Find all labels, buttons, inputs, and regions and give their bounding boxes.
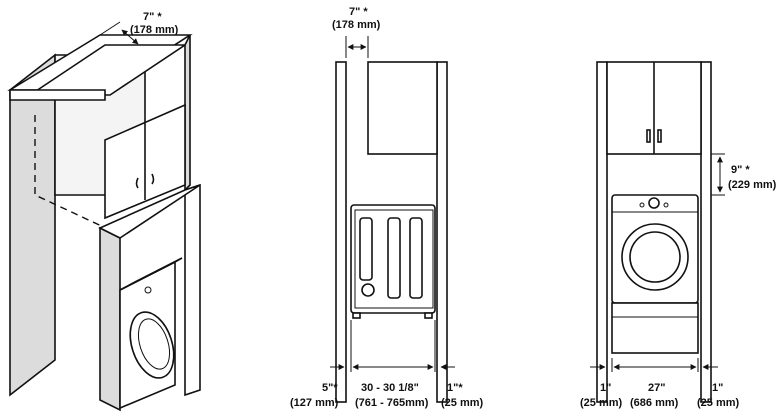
side-rear-gap-metric: (127 mm) [290,397,339,409]
hidden-edge-lines [34,115,111,231]
front-left-panel [596,61,608,403]
lower-right-panel [184,183,201,397]
side-dryer-vent [361,283,375,297]
side-dryer-inner [354,209,434,309]
side-dryer-slot-3 [409,217,423,299]
lower-left-panel [99,226,121,412]
front-right-gap-metric: (25 mm) [697,397,740,409]
front-cabinet-handle-right [657,129,662,143]
front-right-gap-value: 1" [712,382,723,394]
iso-depth-arrow [121,29,139,45]
side-front-gap-metric: (25 mm) [441,397,484,409]
side-front-gap-value: 1"* [447,382,463,394]
side-depth-value: 7" * [349,6,368,18]
side-view: 7" * (178 mm) 5"* (127 mm) 30 - 30 1/8" … [290,6,484,409]
cabinet-handle-right [151,173,155,185]
front-dryer-knob [648,197,660,209]
front-clearance-metric: (229 mm) [728,179,777,191]
front-dryer-button-1 [639,202,645,208]
front-cabinet-handle-left [646,129,651,143]
side-dryer-foot-2 [424,312,433,319]
front-left-gap-metric: (25 mm) [580,397,623,409]
side-dryer-slot-1 [359,217,373,281]
front-pedestal [611,302,699,354]
side-dryer-depth-metric: (761 - 765mm) [355,397,429,409]
iso-dryer-front [119,260,176,410]
side-dryer-foot-1 [352,312,361,319]
lower-shelf-edge [98,184,201,239]
iso-dryer-door [129,311,175,379]
iso-dryer-knob [144,286,152,294]
front-width-metric: (686 mm) [630,397,679,409]
front-view: 9" * (229 mm) 1" (25 mm) 27" (686 mm) 1"… [580,61,777,409]
side-depth-metric: (178 mm) [332,19,381,31]
side-upper-cabinet [367,61,438,155]
left-side-panel [9,53,56,397]
side-back-panel [335,61,347,403]
side-front-panel [436,61,448,403]
front-dryer-door-glass [629,231,681,283]
front-width-value: 27" [648,382,665,394]
front-dryer-button-2 [663,202,669,208]
iso-dim-ext-1 [99,21,121,36]
iso-dryer-door-glass [137,318,171,370]
front-dryer-door [621,223,689,291]
side-dryer-depth-value: 30 - 30 1/8" [361,382,419,394]
isometric-closet-view: 7" * (178 mm) [7,11,201,412]
iso-dryer-top [119,257,183,291]
front-clearance-value: 9" * [731,164,750,176]
top-front-edge [9,89,106,101]
side-dryer-slot-2 [387,217,401,299]
iso-depth-metric: (178 mm) [130,24,179,36]
front-left-gap-value: 1" [600,382,611,394]
side-rear-gap-value: 5"* [322,382,338,394]
front-right-panel [700,61,712,403]
iso-depth-value: 7" * [143,11,162,23]
front-dryer-body [611,194,699,304]
cabinet-handle-left [135,177,139,189]
